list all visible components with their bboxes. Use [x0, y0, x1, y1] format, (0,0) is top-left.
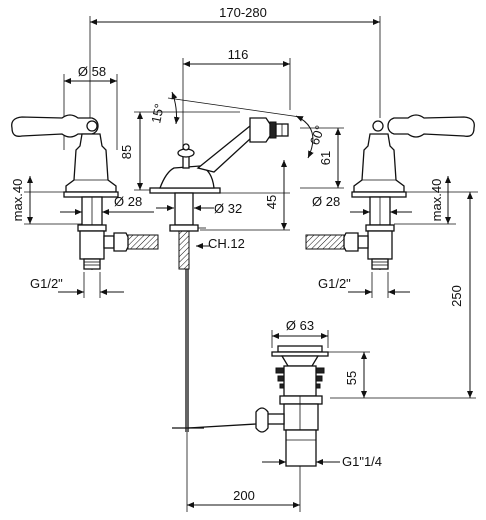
spout-reach-dimension: 116	[182, 47, 291, 160]
left-valve-dimensions: max.40 Ø 28 G1/2"	[10, 176, 154, 298]
spout-height-label: 85	[119, 145, 134, 159]
right-max-deck-label: max.40	[429, 179, 444, 222]
body-base-diameter-label: Ø 32	[214, 201, 242, 216]
rod-length-dimension: 200	[186, 432, 301, 512]
left-inlet-label: G1/2"	[30, 276, 63, 291]
spread-dimension: 170-280	[89, 5, 381, 118]
hex-nut-label: CH.12	[208, 236, 245, 251]
center-dimensions: Ø 32 45 CH.12	[156, 160, 290, 251]
rod-length-label: 200	[233, 488, 255, 503]
total-height-label: 250	[449, 285, 464, 307]
spout-angle-label: 15°	[148, 102, 167, 124]
right-lever-handle	[387, 114, 475, 138]
spout-height-dimension: 85	[119, 111, 240, 191]
popup-waste: Ø 63 55 G1"1/4	[172, 318, 382, 470]
body-shank-label: 45	[264, 195, 279, 209]
spout-angle-dimension: 15°	[148, 91, 301, 125]
spread-label: 170-280	[219, 5, 267, 20]
spout-tilt-label: 60°	[307, 123, 328, 147]
left-max-deck-label: max.40	[10, 179, 25, 222]
spout-reach-label: 116	[228, 47, 249, 62]
spout-tilt-dimension: 60° 61	[295, 115, 344, 189]
right-valve-body	[353, 133, 405, 193]
waste-thread-label: G1"1/4	[342, 454, 382, 469]
spout-nozzle-height-label: 61	[318, 151, 333, 165]
right-base-diameter-label: Ø 28	[312, 194, 340, 209]
left-lever-handle	[11, 114, 99, 138]
total-height-dimension: 250	[330, 192, 476, 399]
left-valve-body	[65, 133, 117, 193]
left-valve	[11, 114, 159, 270]
handle-diameter-dimension: Ø 58	[63, 64, 118, 150]
left-base-diameter-label: Ø 28	[114, 194, 142, 209]
right-inlet-label: G1/2"	[318, 276, 351, 291]
waste-height-label: 55	[344, 371, 359, 385]
right-valve-dimensions: max.40 Ø 28 G1/2"	[312, 176, 478, 298]
right-valve	[305, 114, 475, 270]
handle-diameter-label: Ø 58	[78, 64, 106, 79]
bidet-spout	[149, 117, 289, 432]
waste-diameter-label: Ø 63	[286, 318, 314, 333]
